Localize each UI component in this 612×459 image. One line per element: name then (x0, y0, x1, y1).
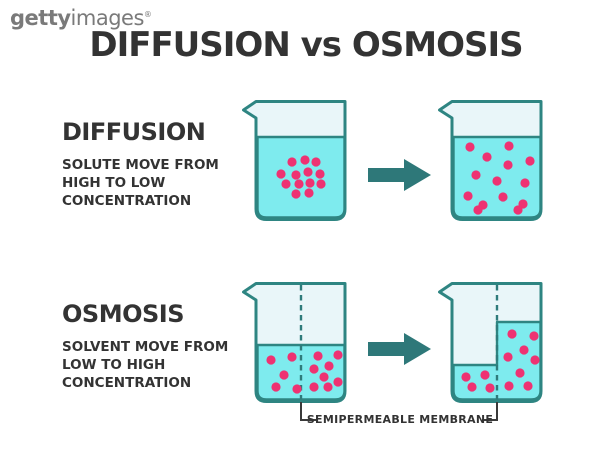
right-arrow-icon (368, 333, 431, 365)
diffusion-line-3: CONCENTRATION (62, 192, 192, 209)
osmosis-description: SOLVENT MOVE FROM LOW TO HIGH CONCENTRAT… (62, 338, 272, 392)
osmosis-text-block: OSMOSIS SOLVENT MOVE FROM LOW TO HIGH CO… (62, 300, 272, 392)
beaker-diffusion-after (438, 100, 543, 221)
watermark-images: images (70, 6, 145, 30)
beaker-diffusion-before (242, 100, 347, 221)
diffusion-text-block: DIFFUSION SOLUTE MOVE FROM HIGH TO LOW C… (62, 118, 272, 210)
diffusion-line-1: SOLUTE MOVE FROM (62, 156, 219, 173)
diffusion-line-2: HIGH TO LOW (62, 174, 166, 191)
osmosis-line-1: SOLVENT MOVE FROM (62, 338, 229, 355)
membrane-connector-right-horizontal (482, 419, 498, 421)
beaker-osmosis-before (242, 282, 347, 403)
osmosis-heading: OSMOSIS (62, 300, 184, 328)
diffusion-heading: DIFFUSION (62, 118, 206, 146)
registered-mark: ® (143, 10, 152, 19)
watermark-getty: getty (10, 6, 71, 30)
osmosis-line-2: LOW TO HIGH (62, 356, 166, 373)
diffusion-description: SOLUTE MOVE FROM HIGH TO LOW CONCENTRATI… (62, 156, 272, 210)
right-arrow-icon (368, 159, 431, 191)
getty-watermark: gettyimages® (10, 6, 152, 30)
beaker-osmosis-after (438, 282, 543, 403)
membrane-connector-right-vertical (496, 402, 498, 421)
membrane-label: SEMIPERMEABLE MEMBRANE (306, 413, 494, 426)
osmosis-line-3: CONCENTRATION (62, 374, 192, 391)
page-title: DIFFUSION vs OSMOSIS (89, 25, 523, 65)
membrane-connector-left-vertical (300, 402, 302, 421)
membrane-connector-left-horizontal (300, 419, 316, 421)
